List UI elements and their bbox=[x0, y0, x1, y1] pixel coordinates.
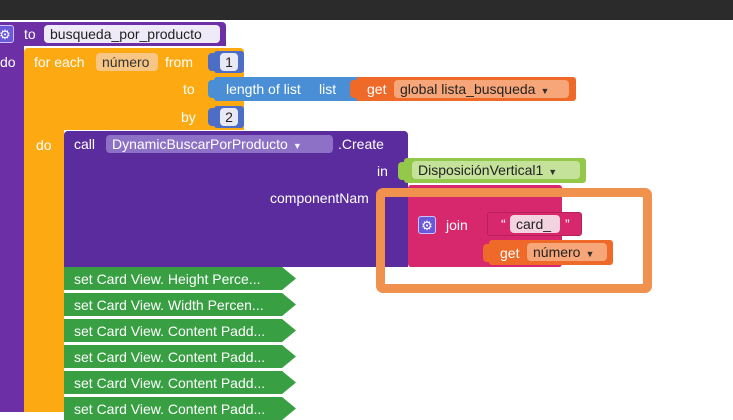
set-block-label: set Card View. Height Perce... bbox=[74, 271, 261, 287]
create-method-label: .Create bbox=[338, 136, 384, 152]
component-dropdown[interactable]: DynamicBuscarPorProducto ▼ bbox=[106, 135, 333, 153]
loop-variable-field[interactable]: número bbox=[96, 53, 158, 71]
by-label: by bbox=[181, 109, 196, 125]
to-socket bbox=[208, 80, 218, 98]
text-string-field[interactable]: card_ bbox=[510, 215, 560, 233]
from-socket bbox=[208, 53, 218, 71]
from-number-field[interactable]: 1 bbox=[220, 53, 238, 71]
quote-open: “ bbox=[501, 216, 506, 232]
length-of-list-block[interactable] bbox=[214, 77, 366, 101]
set-block[interactable]: set Card View. Content Padd... bbox=[64, 397, 296, 420]
window-top-bar bbox=[0, 0, 733, 20]
set-block[interactable]: set Card View. Content Padd... bbox=[64, 345, 296, 368]
list-socket bbox=[350, 80, 360, 98]
procedure-to-label: to bbox=[24, 26, 36, 42]
to-label: to bbox=[183, 81, 195, 97]
list-label: list bbox=[319, 81, 337, 97]
procedure-body-bar bbox=[0, 46, 24, 412]
component-name: DynamicBuscarPorProducto bbox=[112, 136, 288, 152]
set-block[interactable]: set Card View. Height Perce... bbox=[64, 267, 296, 290]
from-label: from bbox=[165, 54, 193, 70]
in-component-dropdown[interactable]: DisposiciónVertical1 ▼ bbox=[412, 161, 580, 179]
set-block-label: set Card View. Content Padd... bbox=[74, 375, 266, 391]
gear-icon[interactable]: ⚙ bbox=[418, 216, 436, 234]
set-block-label: set Card View. Width Percen... bbox=[74, 297, 264, 313]
highlight-box bbox=[376, 188, 652, 293]
set-block-label: set Card View. Content Padd... bbox=[74, 401, 266, 417]
in-socket bbox=[398, 162, 408, 180]
in-component-name: DisposiciónVertical1 bbox=[418, 162, 544, 178]
procedure-name-field[interactable]: busqueda_por_producto bbox=[44, 25, 220, 43]
chevron-down-icon: ▼ bbox=[585, 249, 595, 259]
set-block-label: set Card View. Content Padd... bbox=[74, 349, 266, 365]
global-variable-dropdown[interactable]: global lista_busqueda ▼ bbox=[394, 80, 569, 98]
chevron-down-icon: ▼ bbox=[292, 141, 302, 151]
global-variable-name: global lista_busqueda bbox=[400, 81, 536, 97]
chevron-down-icon: ▼ bbox=[548, 167, 558, 177]
by-number-field[interactable]: 2 bbox=[220, 108, 238, 126]
chevron-down-icon: ▼ bbox=[540, 86, 550, 96]
for-each-body-bar bbox=[24, 130, 64, 412]
in-label: in bbox=[377, 163, 388, 179]
join-socket bbox=[483, 244, 493, 262]
component-name-label: componentNam bbox=[270, 190, 369, 206]
set-block[interactable]: set Card View. Content Padd... bbox=[64, 319, 296, 342]
call-label: call bbox=[74, 136, 96, 152]
length-of-list-label: length of list bbox=[226, 81, 301, 97]
call-create-block[interactable] bbox=[64, 131, 408, 267]
quote-close: ” bbox=[565, 216, 570, 232]
get-global-label: get bbox=[367, 81, 387, 97]
local-variable-dropdown[interactable]: número ▼ bbox=[527, 243, 607, 261]
get-local-label: get bbox=[500, 245, 520, 261]
for-each-label: for each bbox=[34, 54, 85, 70]
by-socket bbox=[208, 108, 218, 126]
set-block-label: set Card View. Content Padd... bbox=[74, 323, 266, 339]
join-label: join bbox=[446, 217, 468, 233]
procedure-do-label: do bbox=[0, 54, 16, 70]
set-block[interactable]: set Card View. Width Percen... bbox=[64, 293, 296, 316]
set-block[interactable]: set Card View. Content Padd... bbox=[64, 371, 296, 394]
gear-icon[interactable]: ⚙ bbox=[0, 25, 14, 43]
local-variable-name: número bbox=[533, 244, 581, 260]
loop-do-label: do bbox=[36, 137, 52, 153]
